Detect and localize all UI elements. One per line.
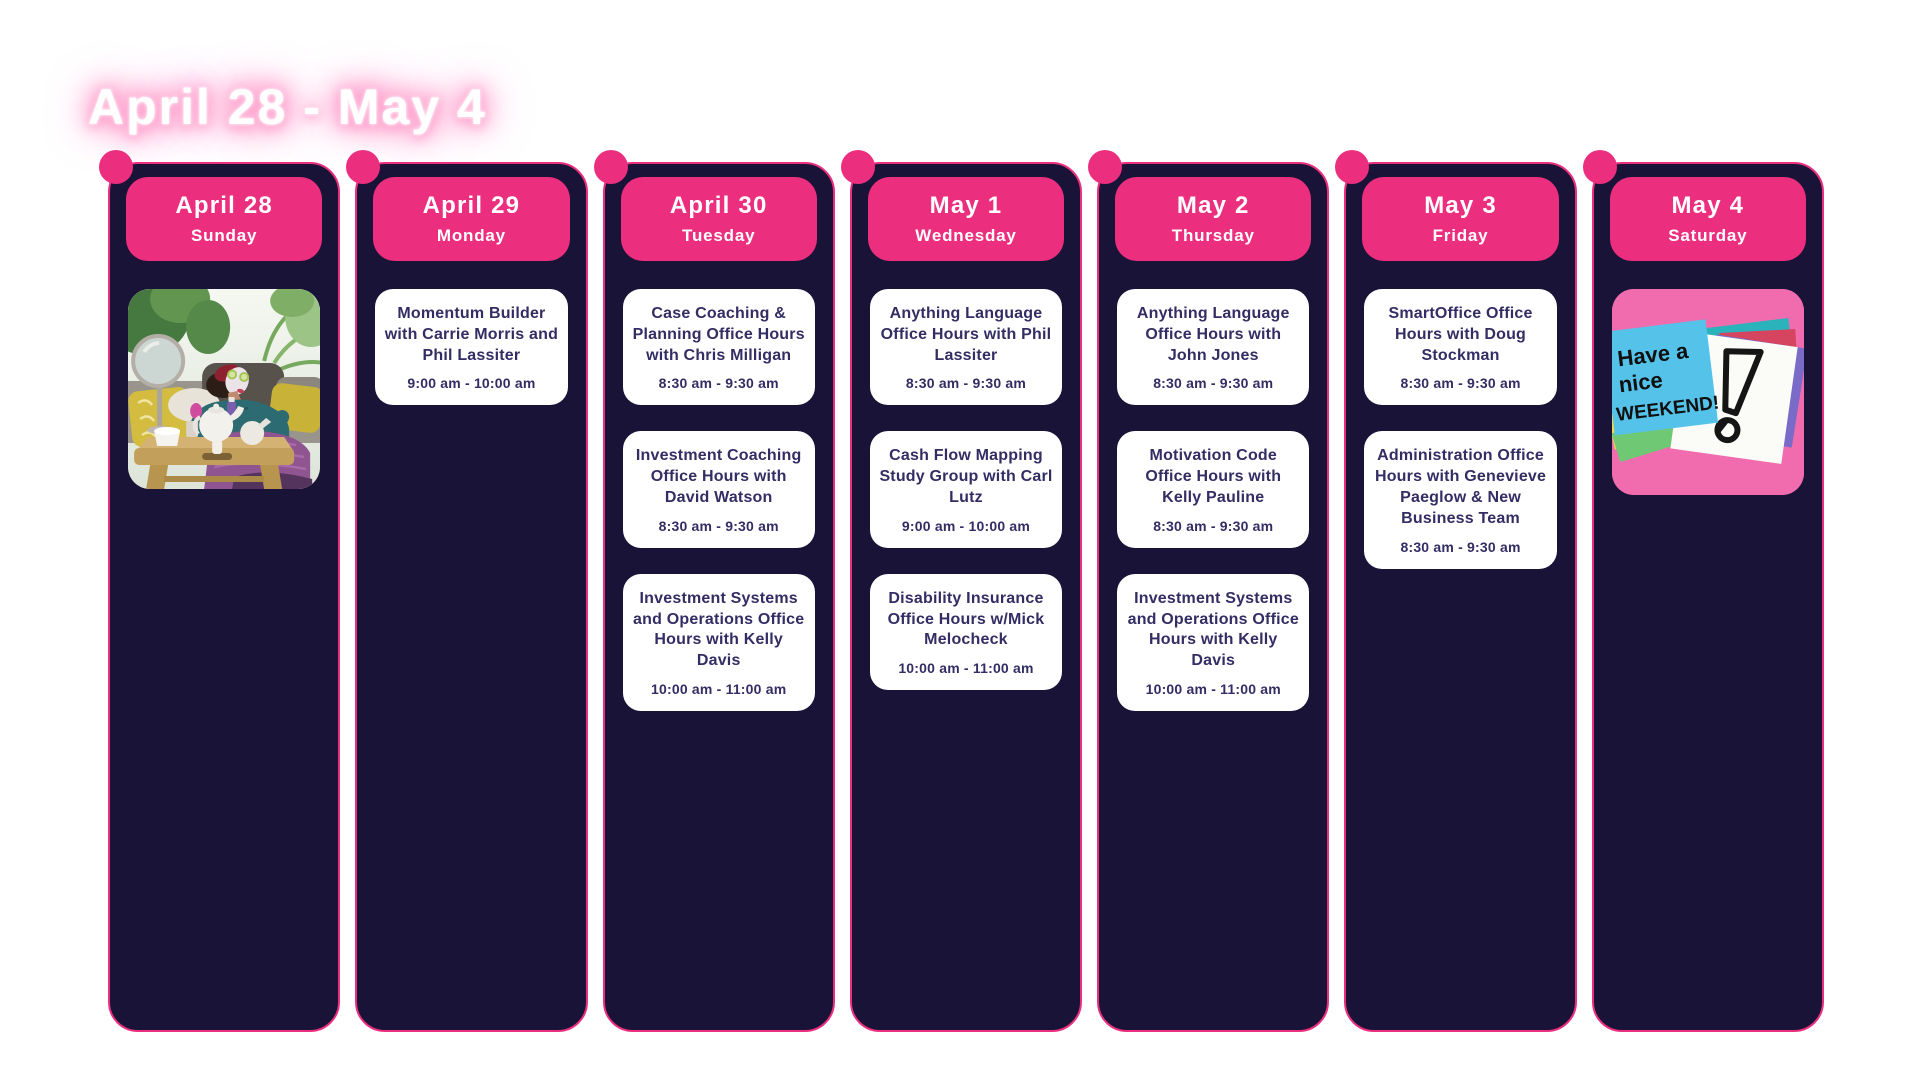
day-column: May 4 Saturday <box>1582 150 1824 1032</box>
event-list: Case Coaching & Planning Office Hours wi… <box>622 289 815 711</box>
event-time: 8:30 am - 9:30 am <box>658 517 779 534</box>
weekend-photo-illustration: Have a nice WEEKEND! <box>1611 289 1804 495</box>
day-weekday: Monday <box>436 226 506 245</box>
event-list: Anything Language Office Hours with Phil… <box>869 289 1063 691</box>
event-time: 10:00 am - 11:00 am <box>898 660 1034 677</box>
spa-photo <box>128 289 321 489</box>
event-title: Cash Flow Mapping Study Group with Carl … <box>879 447 1053 506</box>
event-time: 9:00 am - 10:00 am <box>407 375 536 392</box>
day-weekday: Thursday <box>1171 226 1255 245</box>
event-card[interactable]: Momentum Builder with Carrie Morris and … <box>375 289 568 406</box>
event-card[interactable]: Administration Office Hours with Genevie… <box>1364 431 1557 569</box>
event-list: Anything Language Office Hours with John… <box>1117 289 1310 711</box>
spa-photo-illustration <box>128 289 321 489</box>
event-card[interactable]: SmartOffice Office Hours with Doug Stock… <box>1364 289 1557 406</box>
event-card[interactable]: Investment Systems and Operations Office… <box>622 573 815 711</box>
day-date: May 4 <box>1671 192 1745 219</box>
day-date: May 3 <box>1424 192 1497 219</box>
event-list: Momentum Builder with Carrie Morris and … <box>375 289 568 406</box>
day-date: April 29 <box>422 192 521 219</box>
corner-dot-icon <box>346 150 381 184</box>
day-weekday: Friday <box>1432 226 1489 245</box>
event-time: 8:30 am - 9:30 am <box>1153 517 1274 534</box>
event-time: 8:30 am - 9:30 am <box>658 375 779 392</box>
day-column: May 2 Thursday Anything Language Office … <box>1088 150 1330 1032</box>
day-header: April 30 Tuesday <box>620 177 817 261</box>
day-header: May 3 Friday <box>1362 177 1559 261</box>
day-column: May 1 Wednesday Anything Language Office… <box>840 150 1083 1032</box>
event-title: Motivation Code Office Hours with Kelly … <box>1145 447 1282 506</box>
event-time: 8:30 am - 9:30 am <box>1400 375 1521 392</box>
corner-dot-icon <box>840 150 875 184</box>
event-title: Disability Insurance Office Hours w/Mick… <box>887 589 1045 649</box>
event-title: Investment Coaching Office Hours with Da… <box>635 447 802 506</box>
day-date: May 2 <box>1176 192 1250 219</box>
event-title: Case Coaching & Planning Office Hours wi… <box>632 305 805 364</box>
event-title: Investment Systems and Operations Office… <box>1127 589 1299 670</box>
corner-dot-icon <box>99 150 133 184</box>
event-card[interactable]: Anything Language Office Hours with John… <box>1117 289 1310 406</box>
event-title: Momentum Builder with Carrie Morris and … <box>384 305 559 364</box>
exclamation-mark-icon <box>1721 348 1764 417</box>
event-card[interactable]: Case Coaching & Planning Office Hours wi… <box>622 289 815 406</box>
day-header: April 28 Sunday <box>126 177 323 261</box>
event-list: SmartOffice Office Hours with Doug Stock… <box>1364 289 1557 569</box>
event-card[interactable]: Anything Language Office Hours with Phil… <box>869 289 1063 406</box>
day-weekday: Sunday <box>191 226 258 245</box>
weekend-photo: Have a nice WEEKEND! <box>1611 289 1804 495</box>
week-board: April 28 Sunday <box>99 150 1824 1032</box>
day-column: May 3 Friday SmartOffice Office Hours wi… <box>1335 150 1577 1032</box>
day-date: May 1 <box>929 192 1003 219</box>
event-title: SmartOffice Office Hours with Doug Stock… <box>1388 305 1533 364</box>
day-column: April 28 Sunday <box>99 150 341 1032</box>
corner-dot-icon <box>1582 150 1617 184</box>
day-date: April 28 <box>175 192 273 219</box>
day-column: April 29 Monday Momentum Builder with Ca… <box>346 150 588 1032</box>
plants <box>128 289 321 373</box>
day-weekday: Saturday <box>1668 226 1748 245</box>
event-time: 9:00 am - 10:00 am <box>901 517 1031 534</box>
day-date: April 30 <box>669 192 768 219</box>
event-card[interactable]: Disability Insurance Office Hours w/Mick… <box>869 573 1063 691</box>
event-time: 8:30 am - 9:30 am <box>1153 375 1274 392</box>
day-header: May 1 Wednesday <box>867 177 1065 261</box>
event-title: Administration Office Hours with Genevie… <box>1374 447 1547 527</box>
event-time: 10:00 am - 11:00 am <box>1145 680 1281 697</box>
event-title: Anything Language Office Hours with Phil… <box>880 305 1052 364</box>
day-header: May 2 Thursday <box>1115 177 1312 261</box>
corner-dot-icon <box>1335 150 1370 184</box>
tea-set <box>154 397 272 454</box>
day-header: April 29 Monday <box>373 177 570 261</box>
event-title: Anything Language Office Hours with John… <box>1136 305 1290 364</box>
event-time: 10:00 am - 11:00 am <box>651 680 787 697</box>
day-header: May 4 Saturday <box>1609 177 1806 261</box>
day-weekday: Wednesday <box>915 226 1017 245</box>
event-card[interactable]: Investment Systems and Operations Office… <box>1117 573 1310 711</box>
page-title: April 28 - May 4 <box>88 78 487 135</box>
event-card[interactable]: Cash Flow Mapping Study Group with Carl … <box>869 431 1063 548</box>
weekend-note: Have a nice WEEKEND! <box>1611 319 1720 436</box>
day-column: April 30 Tuesday Case Coaching & Plannin… <box>593 150 835 1032</box>
corner-dot-icon <box>1088 150 1123 184</box>
event-time: 8:30 am - 9:30 am <box>1400 538 1521 555</box>
event-time: 8:30 am - 9:30 am <box>905 375 1027 392</box>
event-card[interactable]: Investment Coaching Office Hours with Da… <box>622 431 815 548</box>
corner-dot-icon <box>593 150 628 184</box>
weekend-note-line2: nice <box>1617 367 1664 397</box>
event-title: Investment Systems and Operations Office… <box>633 589 805 670</box>
event-card[interactable]: Motivation Code Office Hours with Kelly … <box>1117 431 1310 548</box>
day-weekday: Tuesday <box>682 226 756 245</box>
